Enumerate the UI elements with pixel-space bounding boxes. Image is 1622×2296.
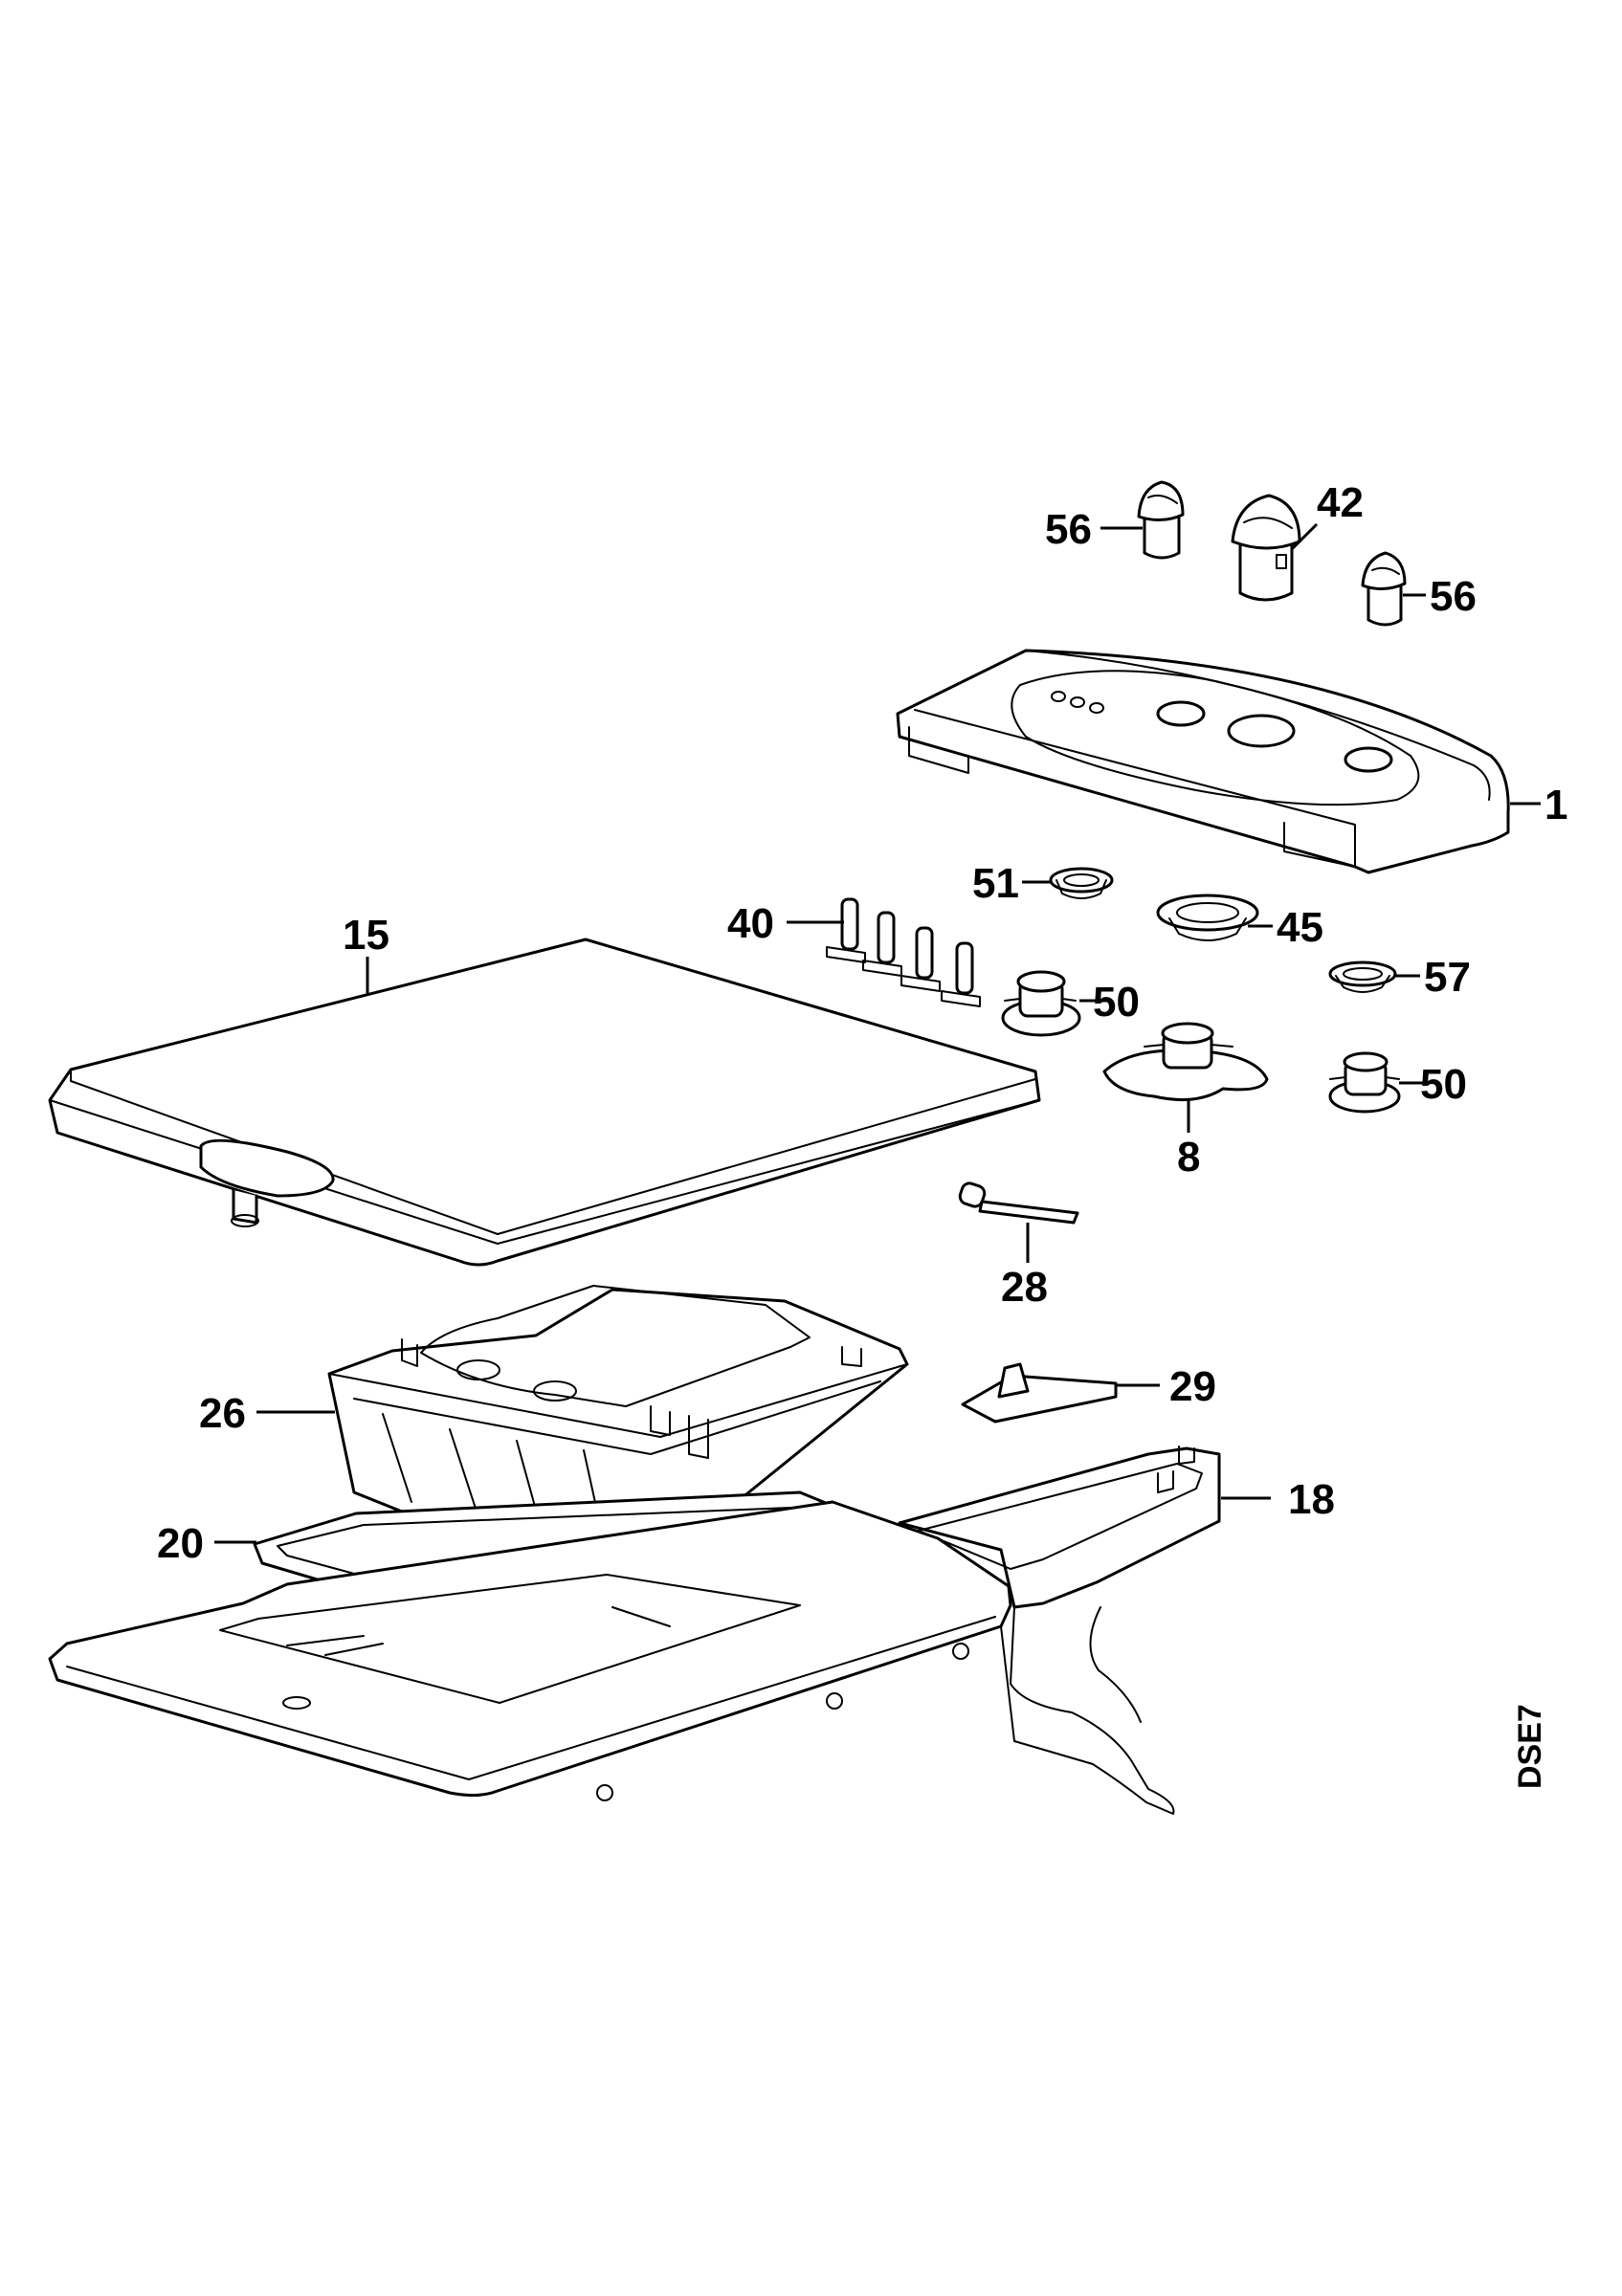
- callout-15: 15: [343, 912, 389, 959]
- callout-1: 1: [1544, 782, 1567, 828]
- callout-8: 8: [1177, 1134, 1200, 1181]
- pushbutton-rods: [826, 897, 981, 1007]
- pin: [958, 1181, 1079, 1225]
- callout-20: 20: [157, 1520, 204, 1567]
- seal-51: [1049, 867, 1114, 899]
- knob-small-left: [1137, 480, 1185, 560]
- callout-50-right: 50: [1420, 1061, 1467, 1108]
- seal-57: [1328, 960, 1397, 993]
- callout-45: 45: [1277, 904, 1323, 951]
- callout-40: 40: [727, 900, 774, 947]
- callout-42: 42: [1317, 479, 1364, 526]
- lid: [48, 938, 1041, 1267]
- callout-51: 51: [972, 860, 1019, 907]
- dispenser-drawer: [327, 1285, 909, 1571]
- leader-lines: [214, 522, 1541, 1544]
- base-tray: [48, 1446, 1221, 1815]
- rotary-switch-left: [1001, 970, 1081, 1037]
- callout-18: 18: [1288, 1476, 1335, 1523]
- rotary-switch-right: [1328, 1051, 1401, 1114]
- callout-56-right: 56: [1430, 573, 1477, 620]
- callout-26: 26: [199, 1390, 246, 1437]
- knob-large: [1231, 494, 1301, 602]
- callout-57: 57: [1424, 954, 1471, 1001]
- callout-56-left: 56: [1045, 506, 1092, 553]
- callout-29: 29: [1169, 1363, 1216, 1410]
- clip: [961, 1362, 1118, 1424]
- control-panel: [896, 649, 1510, 874]
- drawing-code: DSE7: [1512, 1704, 1548, 1789]
- callout-50-left: 50: [1093, 979, 1140, 1026]
- seal-45: [1156, 894, 1259, 941]
- knob-small-right: [1361, 551, 1407, 627]
- callout-28: 28: [1001, 1264, 1048, 1311]
- switch-assembly: [1102, 1022, 1269, 1102]
- callout-labels: 56 42 56 1 51 45 57 40 50 50 8 15 28 29 …: [157, 479, 1567, 1567]
